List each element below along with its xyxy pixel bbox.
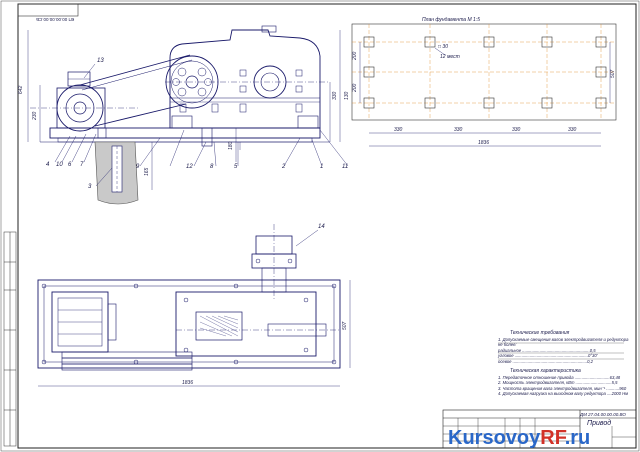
foundation-section xyxy=(94,141,139,205)
position-4: 4 xyxy=(46,162,50,168)
plan-spacing-1: 330 xyxy=(394,127,403,133)
plan-hole: □ 30 xyxy=(438,44,448,50)
title-block xyxy=(442,409,637,449)
top-stamp-box xyxy=(17,3,79,17)
foundation-plan xyxy=(351,23,617,147)
tech-requirements: 1. Допускаемые смещения валов электродви… xyxy=(498,337,628,364)
plan-bolt-label: 12 мест xyxy=(440,54,460,60)
spec-line: 1. Передаточное отношение привода ......… xyxy=(498,375,621,380)
front-view xyxy=(27,25,349,205)
position-11: 11 xyxy=(342,164,349,170)
position-14: 14 xyxy=(318,224,325,230)
plan-side: 507 xyxy=(610,69,616,78)
spec-line: 2. Мощность электродвигателя, кВт ......… xyxy=(498,380,618,386)
note-line: 1. Допускаемые смещения валов электродви… xyxy=(498,337,629,342)
plan-total: 1836 xyxy=(478,140,489,146)
position-12: 12 xyxy=(186,164,193,170)
position-5: 5 xyxy=(234,164,238,170)
sheet-inner-frame xyxy=(17,3,637,449)
plan-spacing-3: 330 xyxy=(512,127,521,133)
dim-h4: 230 xyxy=(32,111,38,121)
note-line: не более: xyxy=(498,342,517,348)
top-stamp-text: КП 00.00.00.00.СБ xyxy=(36,17,75,22)
spec-line: 4. Допускаемая нагрузка на выходном валу… xyxy=(498,391,628,397)
position-13: 13 xyxy=(97,58,104,64)
plan-w2: 200 xyxy=(352,83,358,93)
dim-h3: 130 xyxy=(344,91,350,100)
top-view xyxy=(37,224,351,387)
document-name: Привод xyxy=(587,420,612,427)
note-line: осевое .................................… xyxy=(498,358,593,364)
note-line: угловое ................................… xyxy=(498,353,598,359)
position-9: 9 xyxy=(136,164,140,170)
position-3: 3 xyxy=(88,184,92,190)
gearbox-housing xyxy=(169,29,321,129)
top-dim-total: 1836 xyxy=(182,380,193,386)
position-1: 1 xyxy=(320,164,324,170)
tech-spec-title: Техническая характеристика xyxy=(510,368,581,374)
plan-spacing-2: 330 xyxy=(454,127,463,133)
dim-height-total: 642 xyxy=(18,85,24,94)
tech-spec: 1. Передаточное отношение привода ......… xyxy=(498,375,628,397)
position-2: 2 xyxy=(282,164,286,170)
position-10: 10 xyxy=(56,162,63,168)
v-belt-bottom xyxy=(94,103,187,127)
plan-spacing-4: 330 xyxy=(568,127,577,133)
document-code: ДМ 27.04.00.00.00.ВО xyxy=(580,412,626,417)
note-line: радиальное .............................… xyxy=(498,347,596,353)
dim-h2: 180 xyxy=(228,141,234,150)
dim-h1: 165 xyxy=(144,167,150,176)
v-belt-top xyxy=(79,54,191,86)
watermark-logo: KursovoyRF.ru xyxy=(448,427,591,449)
dim-height-axis: 330 xyxy=(332,91,338,100)
foundation-plan-title: План фундамента М 1:5 xyxy=(422,17,480,23)
position-6: 6 xyxy=(68,162,72,168)
spec-line: 3. Частота вращения вала электродвигател… xyxy=(498,385,627,391)
top-dim-height: 507 xyxy=(342,321,348,330)
anchor-holes xyxy=(363,36,607,109)
plan-w1: 200 xyxy=(352,51,358,61)
tech-requirements-title: Технические требования xyxy=(510,330,570,336)
position-8: 8 xyxy=(210,164,214,170)
position-7: 7 xyxy=(80,162,84,168)
